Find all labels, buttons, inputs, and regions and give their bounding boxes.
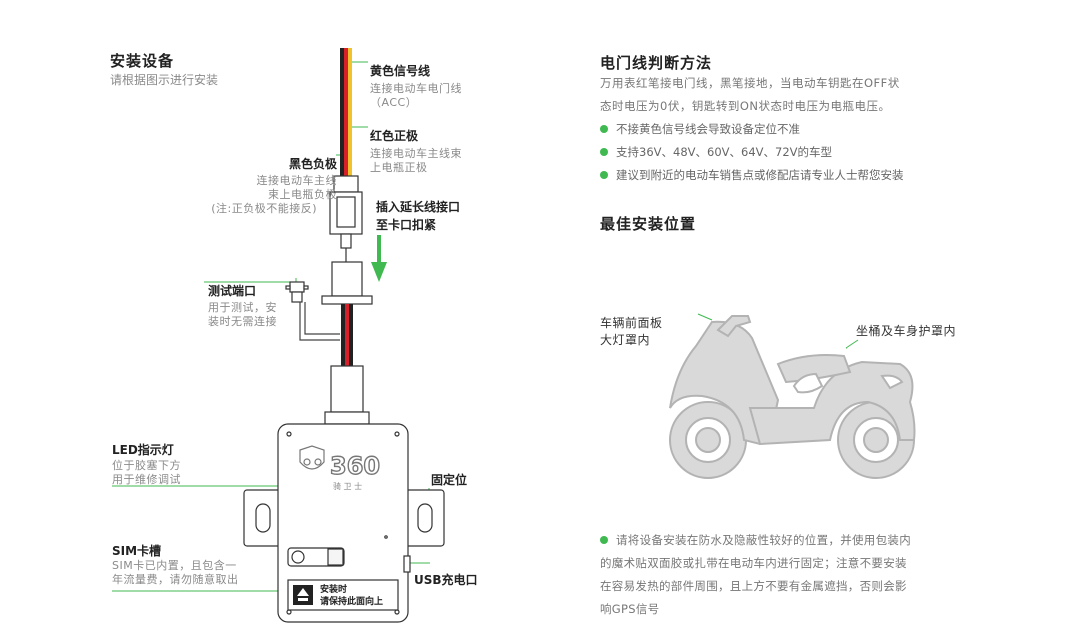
black-wire-desc2: 束上电瓶负极	[268, 188, 337, 201]
fixed-title: 固定位	[431, 473, 468, 487]
switch-wire-title: 电门线判断方法	[600, 54, 713, 72]
test-port-desc2: 装时无需连接	[208, 315, 277, 328]
red-wire-title: 红色正极	[370, 129, 419, 143]
sim-title: SIM卡槽	[112, 544, 162, 558]
yellow-wire-title: 黄色信号线	[370, 64, 431, 78]
bullet-item: 建议到附近的电动车销售点或修配店请专业人士帮您安装	[600, 164, 904, 187]
test-port-wire	[299, 302, 340, 341]
scooter-body	[669, 315, 916, 479]
bullet-text: 支持36V、48V、60V、64V、72V的车型	[616, 145, 833, 159]
switch-wire-para1: 万用表红笔接电门线，黑笔接地，当电动车钥匙在OFF状	[600, 76, 900, 90]
orientation-sticker	[287, 579, 399, 611]
red-wire-desc2: 上电瓶正极	[370, 161, 428, 174]
brand-sub: 骑 卫 士	[333, 481, 362, 491]
label-front-panel-2: 大灯罩内	[600, 333, 651, 347]
mount-ear-right	[403, 489, 445, 547]
brand-logo	[299, 445, 325, 470]
test-port-desc1: 用于测试，安	[208, 301, 277, 314]
wire-bundle	[340, 48, 352, 178]
label-front-panel-1: 车辆前面板	[600, 316, 663, 330]
scooter-illustration	[669, 313, 916, 479]
bullet-dot	[600, 170, 608, 179]
lower-wires	[341, 304, 353, 366]
install-note-line4: 响GPS信号	[600, 602, 660, 616]
note-text: 请将设备安装在防水及隐蔽性较好的位置，并使用包装内	[616, 533, 911, 547]
bullet-dot	[600, 124, 608, 133]
insert-arrow	[371, 235, 387, 282]
scooter-leaders	[697, 313, 859, 349]
plug-line1: 插入延长线接口	[376, 200, 461, 214]
sim-desc2: 年流量费，请勿随意取出	[112, 573, 239, 586]
label-seat-area: 坐桶及车身护罩内	[856, 324, 957, 338]
test-port-title: 测试端口	[208, 284, 257, 298]
yellow-wire-desc2: （ACC）	[370, 96, 418, 109]
black-wire-title: 黑色负极	[288, 157, 337, 171]
cable-sleeve	[324, 365, 370, 425]
sticker-line2: 请保持此面向上	[320, 595, 383, 607]
led-title: LED指示灯	[112, 443, 174, 457]
switch-wire-para2: 态时电压为0伏，钥匙转到ON状态时电压为电瓶电压。	[600, 99, 891, 113]
install-title: 安装设备	[110, 52, 175, 70]
yellow-wire-desc1: 连接电动车电门线	[370, 82, 462, 95]
usb-port	[403, 555, 411, 573]
best-position-title: 最佳安装位置	[600, 215, 697, 233]
test-port-connector	[285, 281, 309, 303]
install-note-line2: 的魔术贴双面胶或扎带在电动车内进行固定；注意不要安装	[600, 556, 907, 570]
black-wire-desc1: 连接电动车主线	[256, 174, 337, 187]
device-body	[277, 423, 409, 623]
bullet-item: 不接黄色信号线会导致设备定位不准	[600, 118, 800, 141]
plug-line2: 至卡口扣紧	[376, 218, 437, 232]
lower-connector	[321, 261, 373, 305]
led-desc1: 位于胶塞下方	[112, 459, 181, 472]
sim-desc1: SIM卡已内置，且包含一	[112, 559, 237, 572]
bullet-text: 建议到附近的电动车销售点或修配店请专业人士帮您安装	[616, 168, 904, 182]
sim-slot	[287, 547, 345, 567]
bullet-text: 不接黄色信号线会导致设备定位不准	[616, 122, 800, 136]
bullet-dot	[600, 535, 608, 544]
install-note-line3: 在容易发热的部件周围，且上方不要有金属遮挡，否则会影	[600, 579, 907, 593]
usb-title: USB充电口	[414, 573, 478, 587]
brand-number: 360	[330, 452, 380, 480]
bullet-dot	[600, 147, 608, 156]
install-subtitle: 请根据图示进行安装	[110, 73, 219, 87]
sticker-line1: 安装时	[320, 583, 347, 595]
upper-connector	[329, 175, 363, 262]
install-diagram: 360 骑 卫 士 安装时 请保持此面向上	[112, 48, 445, 623]
install-note-line1: 请将设备安装在防水及隐蔽性较好的位置，并使用包装内	[600, 529, 911, 552]
led-desc2: 用于维修调试	[112, 473, 181, 486]
red-wire-desc1: 连接电动车主线束	[370, 147, 462, 160]
black-wire-desc3: (注:正负极不能接反)	[211, 202, 317, 215]
mount-ear-left	[243, 489, 285, 547]
bullet-item: 支持36V、48V、60V、64V、72V的车型	[600, 141, 832, 164]
